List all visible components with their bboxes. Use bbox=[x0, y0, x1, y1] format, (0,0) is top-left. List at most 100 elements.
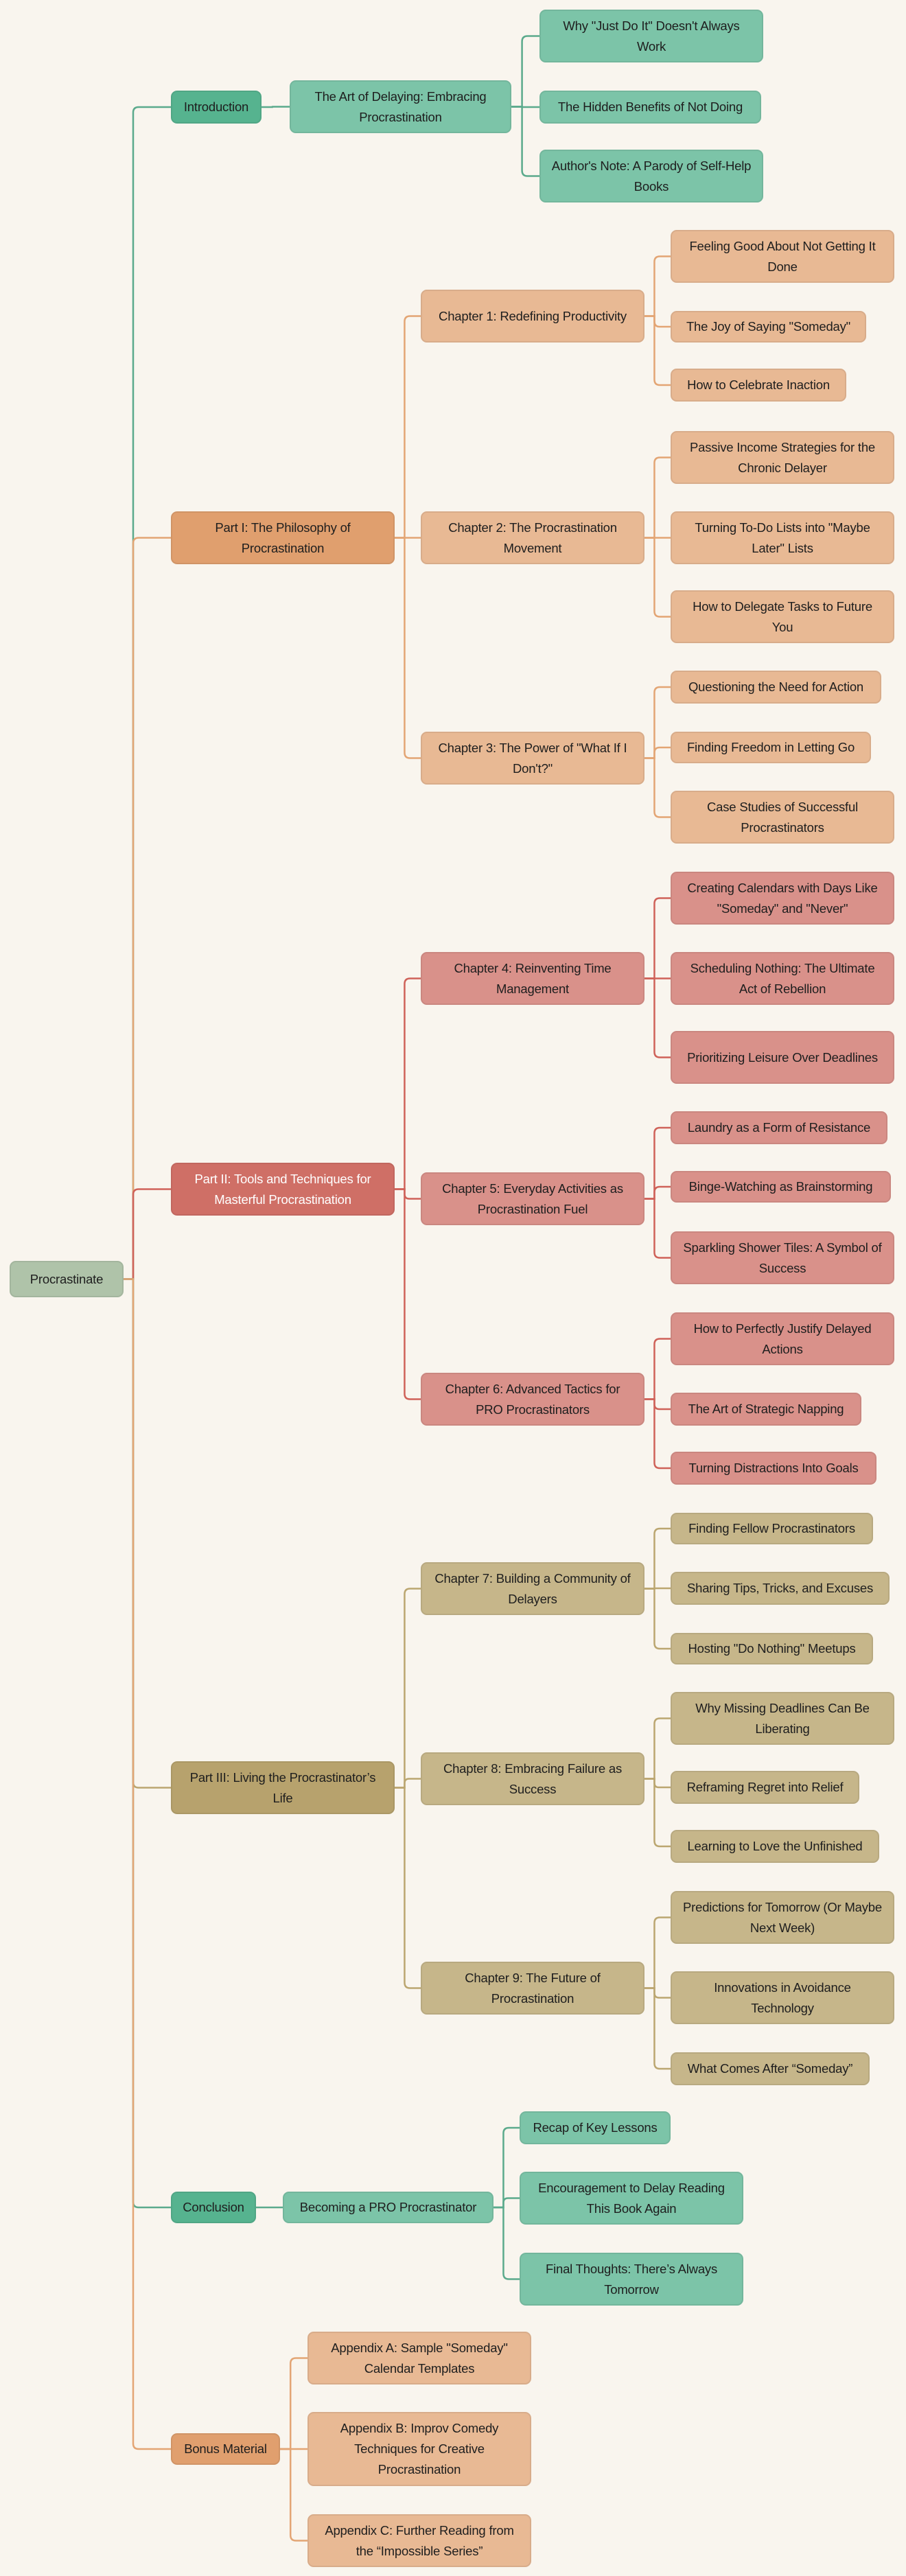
subtopic-node-chapter-4-reinventing-time-management[interactable]: Chapter 4: Reinventing Time Management bbox=[421, 952, 644, 1005]
leaf-node-case-studies-of-successful-procrastinato[interactable]: Case Studies of Successful Procrastinato… bbox=[671, 791, 894, 844]
connector-line bbox=[493, 2126, 520, 2209]
connector-line bbox=[644, 1778, 671, 1789]
connector-line bbox=[280, 2357, 307, 2450]
node-label: How to Perfectly Justify Delayed Actions bbox=[693, 1321, 872, 1356]
leaf-node-final-thoughts-there-s-always-tomorrow[interactable]: Final Thoughts: There’s Always Tomorrow bbox=[520, 2253, 743, 2306]
connector-line bbox=[644, 757, 671, 818]
connector-line bbox=[644, 1398, 671, 1470]
topic-node-part-ii-tools-and-techniques-for-masterf[interactable]: Part II: Tools and Techniques for Master… bbox=[171, 1163, 395, 1216]
leaf-node-finding-freedom-in-letting-go[interactable]: Finding Freedom in Letting Go bbox=[671, 732, 871, 763]
node-label: Chapter 5: Everyday Activities as Procra… bbox=[442, 1181, 623, 1216]
node-label: Chapter 2: The Procrastination Movement bbox=[448, 520, 617, 555]
leaf-node-turning-to-do-lists-into-maybe-later-lis[interactable]: Turning To-Do Lists into "Maybe Later" L… bbox=[671, 511, 894, 564]
leaf-node-the-hidden-benefits-of-not-doing[interactable]: The Hidden Benefits of Not Doing bbox=[539, 91, 761, 124]
topic-node-part-i-the-philosophy-of-procrastination[interactable]: Part I: The Philosophy of Procrastinatio… bbox=[171, 511, 395, 564]
node-label: Appendix B: Improv Comedy Techniques for… bbox=[340, 2421, 499, 2476]
subtopic-node-chapter-5-everyday-activities-as-procras[interactable]: Chapter 5: Everyday Activities as Procra… bbox=[421, 1172, 644, 1225]
connector-line bbox=[644, 1126, 671, 1200]
node-label: Finding Fellow Procrastinators bbox=[688, 1521, 855, 1535]
leaf-node-binge-watching-as-brainstorming[interactable]: Binge-Watching as Brainstorming bbox=[671, 1171, 891, 1203]
leaf-node-hosting-do-nothing-meetups[interactable]: Hosting "Do Nothing" Meetups bbox=[671, 1633, 873, 1664]
leaf-node-innovations-in-avoidance-technology[interactable]: Innovations in Avoidance Technology bbox=[671, 1971, 894, 2024]
leaf-node-scheduling-nothing-the-ultimate-act-of-r[interactable]: Scheduling Nothing: The Ultimate Act of … bbox=[671, 952, 894, 1005]
leaf-node-the-joy-of-saying-someday[interactable]: The Joy of Saying "Someday" bbox=[671, 311, 866, 343]
node-label: The Art of Delaying: Embracing Procrasti… bbox=[314, 89, 487, 124]
connector-line bbox=[124, 1278, 171, 2209]
connector-line bbox=[644, 456, 671, 539]
node-label: Chapter 7: Building a Community of Delay… bbox=[434, 1570, 631, 1606]
connector-line bbox=[644, 1588, 671, 1650]
leaf-node-learning-to-love-the-unfinished[interactable]: Learning to Love the Unfinished bbox=[671, 1830, 879, 1863]
connector-line bbox=[644, 686, 671, 759]
connector-line bbox=[493, 2206, 520, 2280]
node-label: Appendix C: Further Reading from the “Im… bbox=[325, 2522, 514, 2558]
connector-line bbox=[395, 1588, 421, 1789]
leaf-node-sparkling-shower-tiles-a-symbol-of-succe[interactable]: Sparkling Shower Tiles: A Symbol of Succ… bbox=[671, 1231, 894, 1284]
node-label: Laundry as a Form of Resistance bbox=[687, 1120, 871, 1135]
connector-line bbox=[644, 1398, 671, 1411]
root-node[interactable]: Procrastinate bbox=[10, 1261, 124, 1297]
connector-line bbox=[124, 106, 171, 1280]
connector-line bbox=[124, 1278, 171, 1789]
subtopic-node-appendix-c-further-reading-from-the-impo[interactable]: Appendix C: Further Reading from the “Im… bbox=[307, 2514, 531, 2567]
topic-node-conclusion[interactable]: Conclusion bbox=[171, 2192, 256, 2223]
node-label: Turning Distractions Into Goals bbox=[688, 1461, 859, 1475]
node-label: Why Missing Deadlines Can Be Liberating bbox=[695, 1700, 870, 1736]
leaf-node-how-to-delegate-tasks-to-future-you[interactable]: How to Delegate Tasks to Future You bbox=[671, 590, 894, 643]
connector-line bbox=[644, 1987, 671, 1999]
subtopic-node-appendix-a-sample-someday-calendar-templ[interactable]: Appendix A: Sample "Someday" Calendar Te… bbox=[307, 2332, 531, 2384]
leaf-node-prioritizing-leisure-over-deadlines[interactable]: Prioritizing Leisure Over Deadlines bbox=[671, 1031, 894, 1084]
node-label: Chapter 8: Embracing Failure as Success bbox=[443, 1761, 623, 1796]
node-label: Binge-Watching as Brainstorming bbox=[688, 1179, 873, 1194]
leaf-node-sharing-tips-tricks-and-excuses[interactable]: Sharing Tips, Tricks, and Excuses bbox=[671, 1572, 890, 1605]
leaf-node-author-s-note-a-parody-of-self-help-book[interactable]: Author's Note: A Parody of Self-Help Boo… bbox=[539, 150, 763, 202]
connector-line bbox=[262, 106, 290, 108]
subtopic-node-chapter-1-redefining-productivity[interactable]: Chapter 1: Redefining Productivity bbox=[421, 290, 644, 343]
node-label: The Joy of Saying "Someday" bbox=[686, 319, 851, 334]
node-label: Part III: Living the Procrastinator’s Li… bbox=[189, 1769, 376, 1805]
leaf-node-recap-of-key-lessons[interactable]: Recap of Key Lessons bbox=[520, 2111, 671, 2144]
leaf-node-creating-calendars-with-days-like-someda[interactable]: Creating Calendars with Days Like "Somed… bbox=[671, 872, 894, 925]
topic-node-bonus-material[interactable]: Bonus Material bbox=[171, 2433, 280, 2465]
leaf-node-the-art-of-strategic-napping[interactable]: The Art of Strategic Napping bbox=[671, 1393, 861, 1426]
leaf-node-passive-income-strategies-for-the-chroni[interactable]: Passive Income Strategies for the Chroni… bbox=[671, 431, 894, 484]
subtopic-node-chapter-8-embracing-failure-as-success[interactable]: Chapter 8: Embracing Failure as Success bbox=[421, 1752, 644, 1805]
leaf-node-reframing-regret-into-relief[interactable]: Reframing Regret into Relief bbox=[671, 1771, 859, 1804]
leaf-node-what-comes-after-someday[interactable]: What Comes After “Someday” bbox=[671, 2052, 870, 2085]
leaf-node-encouragement-to-delay-reading-this-book[interactable]: Encouragement to Delay Reading This Book… bbox=[520, 2172, 743, 2225]
subtopic-node-chapter-6-advanced-tactics-for-pro-procr[interactable]: Chapter 6: Advanced Tactics for PRO Proc… bbox=[421, 1373, 644, 1426]
connector-line bbox=[511, 106, 539, 177]
leaf-node-feeling-good-about-not-getting-it-done[interactable]: Feeling Good About Not Getting It Done bbox=[671, 230, 894, 283]
leaf-node-why-just-do-it-doesn-t-always-work[interactable]: Why "Just Do It" Doesn't Always Work bbox=[539, 10, 763, 62]
topic-node-part-iii-living-the-procrastinator-s-lif[interactable]: Part III: Living the Procrastinator’s Li… bbox=[171, 1761, 395, 1814]
connector-line bbox=[644, 977, 671, 1058]
node-label: Procrastinate bbox=[30, 1271, 104, 1286]
node-label: Chapter 6: Advanced Tactics for PRO Proc… bbox=[445, 1381, 620, 1417]
leaf-node-turning-distractions-into-goals[interactable]: Turning Distractions Into Goals bbox=[671, 1452, 876, 1485]
leaf-node-finding-fellow-procrastinators[interactable]: Finding Fellow Procrastinators bbox=[671, 1513, 873, 1544]
leaf-node-predictions-for-tomorrow-or-maybe-next-w[interactable]: Predictions for Tomorrow (Or Maybe Next … bbox=[671, 1891, 894, 1944]
connector-line bbox=[644, 1185, 671, 1200]
leaf-node-how-to-celebrate-inaction[interactable]: How to Celebrate Inaction bbox=[671, 369, 846, 402]
connector-line bbox=[644, 897, 671, 979]
connector-line bbox=[644, 255, 671, 317]
leaf-node-how-to-perfectly-justify-delayed-actions[interactable]: How to Perfectly Justify Delayed Actions bbox=[671, 1312, 894, 1365]
connector-line bbox=[644, 1717, 671, 1780]
node-label: Creating Calendars with Days Like "Somed… bbox=[687, 880, 878, 916]
subtopic-node-chapter-9-the-future-of-procrastination[interactable]: Chapter 9: The Future of Procrastination bbox=[421, 1962, 644, 2015]
node-label: Part II: Tools and Techniques for Master… bbox=[194, 1171, 371, 1207]
topic-node-introduction[interactable]: Introduction bbox=[171, 91, 262, 124]
subtopic-node-chapter-3-the-power-of-what-if-i-don-t[interactable]: Chapter 3: The Power of "What If I Don't… bbox=[421, 732, 644, 785]
leaf-node-laundry-as-a-form-of-resistance[interactable]: Laundry as a Form of Resistance bbox=[671, 1111, 887, 1144]
connector-line bbox=[644, 746, 671, 759]
subtopic-node-chapter-2-the-procrastination-movement[interactable]: Chapter 2: The Procrastination Movement bbox=[421, 511, 644, 564]
subtopic-node-the-art-of-delaying-embracing-procrastin[interactable]: The Art of Delaying: Embracing Procrasti… bbox=[290, 80, 511, 133]
connector-line bbox=[644, 315, 671, 328]
leaf-node-questioning-the-need-for-action[interactable]: Questioning the Need for Action bbox=[671, 671, 881, 704]
subtopic-node-appendix-b-improv-comedy-techniques-for-[interactable]: Appendix B: Improv Comedy Techniques for… bbox=[307, 2412, 531, 2486]
leaf-node-why-missing-deadlines-can-be-liberating[interactable]: Why Missing Deadlines Can Be Liberating bbox=[671, 1692, 894, 1745]
subtopic-node-becoming-a-pro-procrastinator[interactable]: Becoming a PRO Procrastinator bbox=[283, 2192, 493, 2223]
node-label: Conclusion bbox=[183, 2200, 244, 2214]
subtopic-node-chapter-7-building-a-community-of-delaye[interactable]: Chapter 7: Building a Community of Delay… bbox=[421, 1562, 644, 1615]
connector-line bbox=[644, 1987, 671, 2070]
